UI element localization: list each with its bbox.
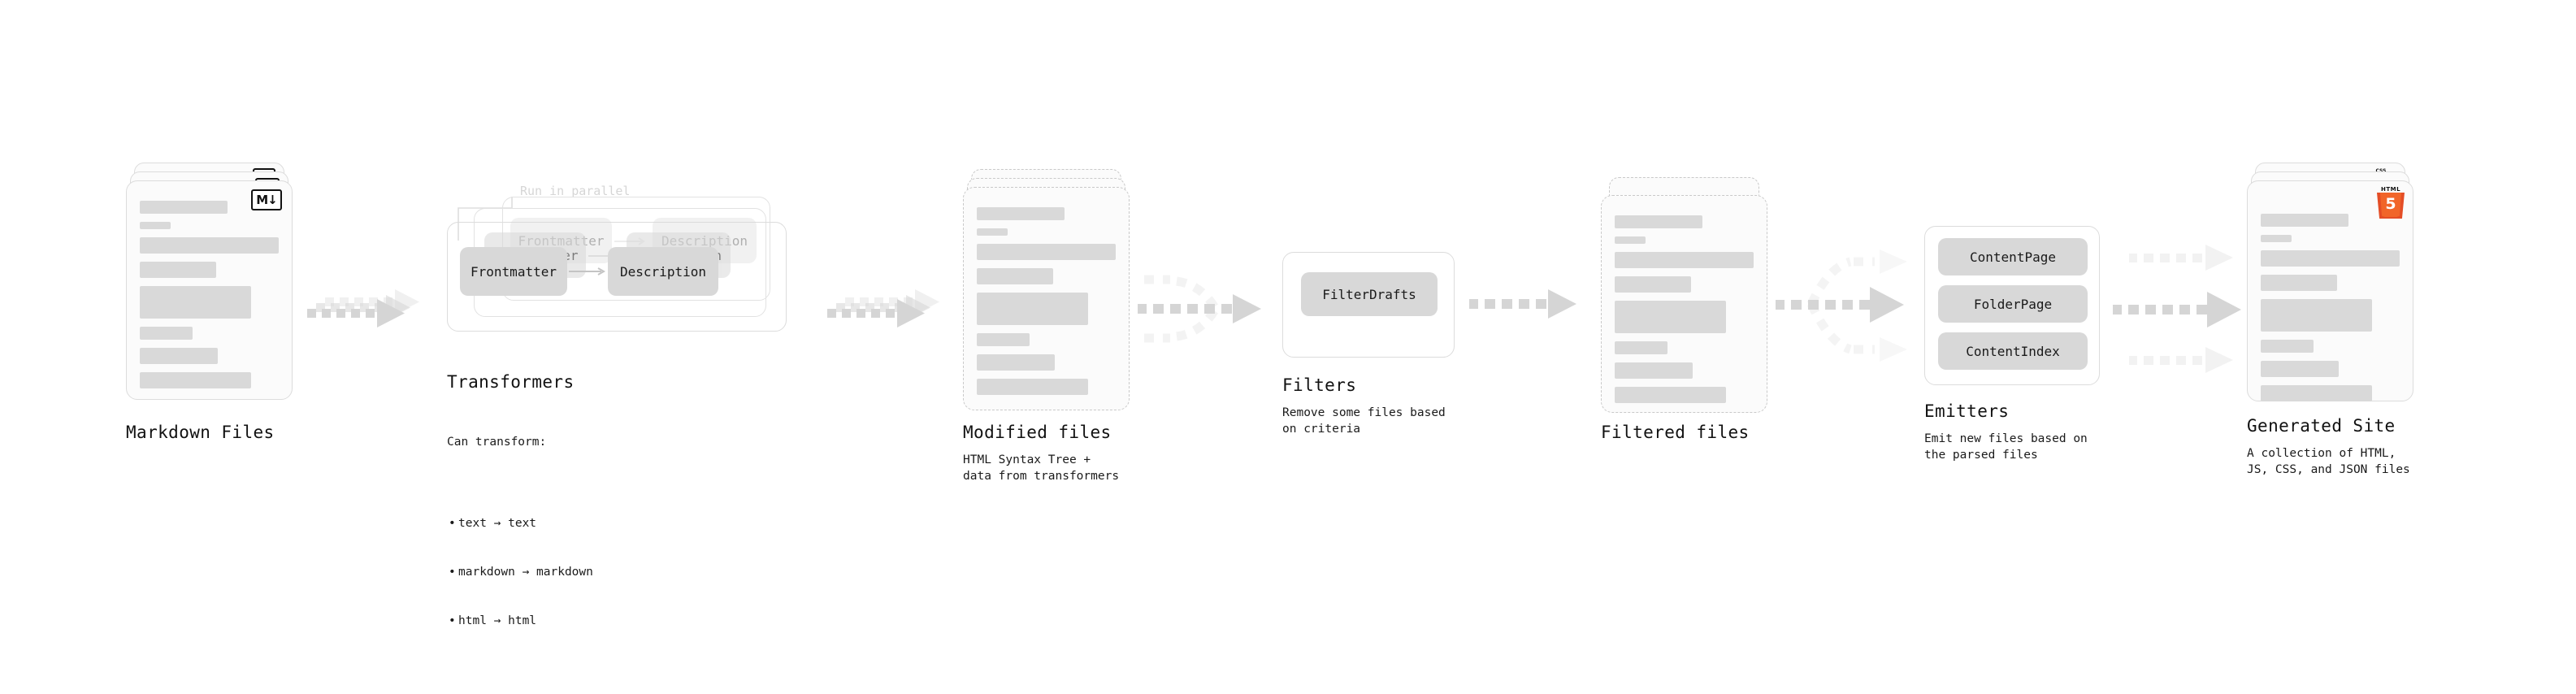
transform-bullets: text → text markdown → markdown html → h…	[447, 483, 788, 661]
stage-subtitle: Emit new files based on the parsed files	[1924, 432, 2088, 462]
html5-shield: 5	[2377, 193, 2405, 219]
filters-panel: FilterDrafts	[1282, 252, 1455, 358]
run-in-parallel-label: Run in parallel	[520, 184, 631, 198]
emitters-panel: ContentPage FolderPage ContentIndex	[1924, 226, 2100, 385]
css-icon-label: CSS	[2369, 168, 2393, 174]
file-content-lines	[140, 201, 279, 397]
caption-generated-site: Generated Site A collection of HTML, JS,…	[2247, 416, 2531, 478]
chip-folderpage[interactable]: FolderPage	[1938, 285, 2088, 323]
stage-title: Markdown Files	[126, 423, 275, 442]
file-content-lines	[2261, 214, 2400, 410]
chip-description[interactable]: Description	[608, 247, 718, 296]
caption-filters: Filters Remove some files based on crite…	[1282, 375, 1550, 437]
markdown-file-front: M↓	[126, 180, 293, 400]
transform-heading: Can transform:	[447, 436, 547, 449]
chip-contentindex[interactable]: ContentIndex	[1938, 332, 2088, 370]
connector-filters-to-filtered	[1469, 286, 1591, 330]
connector-emitters-to-site	[2113, 234, 2259, 392]
chip-contentpage[interactable]: ContentPage	[1938, 238, 2088, 275]
stage-subtitle: Can transform: text → text markdown → ma…	[447, 401, 788, 694]
connector-markdown-to-transformers	[307, 276, 437, 353]
connector-transformers-to-modified	[827, 276, 957, 353]
stage-markdown-files: M↓ M↓ M↓	[126, 163, 293, 400]
stage-subtitle: HTML Syntax Tree + data from transformer…	[963, 453, 1120, 483]
caption-emitters: Emitters Emit new files based on the par…	[1924, 401, 2201, 463]
stage-subtitle: Remove some files based on criteria	[1282, 406, 1446, 436]
caption-transformers: Transformers Can transform: text → text …	[447, 372, 788, 694]
stage-title: Filters	[1282, 375, 1357, 395]
chip-frontmatter[interactable]: Frontmatter	[460, 247, 567, 296]
bullet-item: text → text	[447, 515, 788, 531]
filtered-file-front	[1601, 195, 1767, 413]
stage-filtered-files	[1601, 177, 1767, 413]
file-content-lines	[977, 207, 1116, 403]
stage-title: Emitters	[1924, 401, 2010, 421]
chip-filterdrafts[interactable]: FilterDrafts	[1301, 272, 1438, 316]
connector-modified-to-filters	[1138, 262, 1276, 371]
caption-filtered-files: Filtered files	[1601, 423, 1750, 442]
markdown-icon: M↓	[251, 189, 282, 210]
bullet-item: markdown → markdown	[447, 564, 788, 580]
html5-icon: HTML 5	[2377, 186, 2405, 219]
stage-title: Transformers	[447, 372, 575, 392]
caption-markdown-files: Markdown Files	[126, 423, 275, 442]
stage-subtitle: A collection of HTML, JS, CSS, and JSON …	[2247, 447, 2410, 476]
site-file-front: HTML 5	[2247, 180, 2413, 401]
bullet-item: html → html	[447, 613, 788, 629]
modified-file-front	[963, 187, 1130, 410]
stage-modified-files	[963, 169, 1130, 410]
html5-digit: 5	[2385, 195, 2396, 213]
stage-title: Generated Site	[2247, 416, 2396, 436]
connector-filtered-to-emitters	[1776, 229, 1922, 387]
transformer-layer-front	[447, 222, 787, 332]
caption-modified-files: Modified files HTML Syntax Tree + data f…	[963, 423, 1223, 484]
stage-generated-site: CSS HTML 5	[2247, 163, 2413, 401]
html5-icon-caption: HTML	[2380, 186, 2401, 193]
stage-title: Modified files	[963, 423, 1112, 442]
stage-title: Filtered files	[1601, 423, 1750, 442]
file-content-lines	[1615, 215, 1754, 411]
stage-transformers: Run in parallel Frontmatter Description …	[445, 184, 827, 364]
